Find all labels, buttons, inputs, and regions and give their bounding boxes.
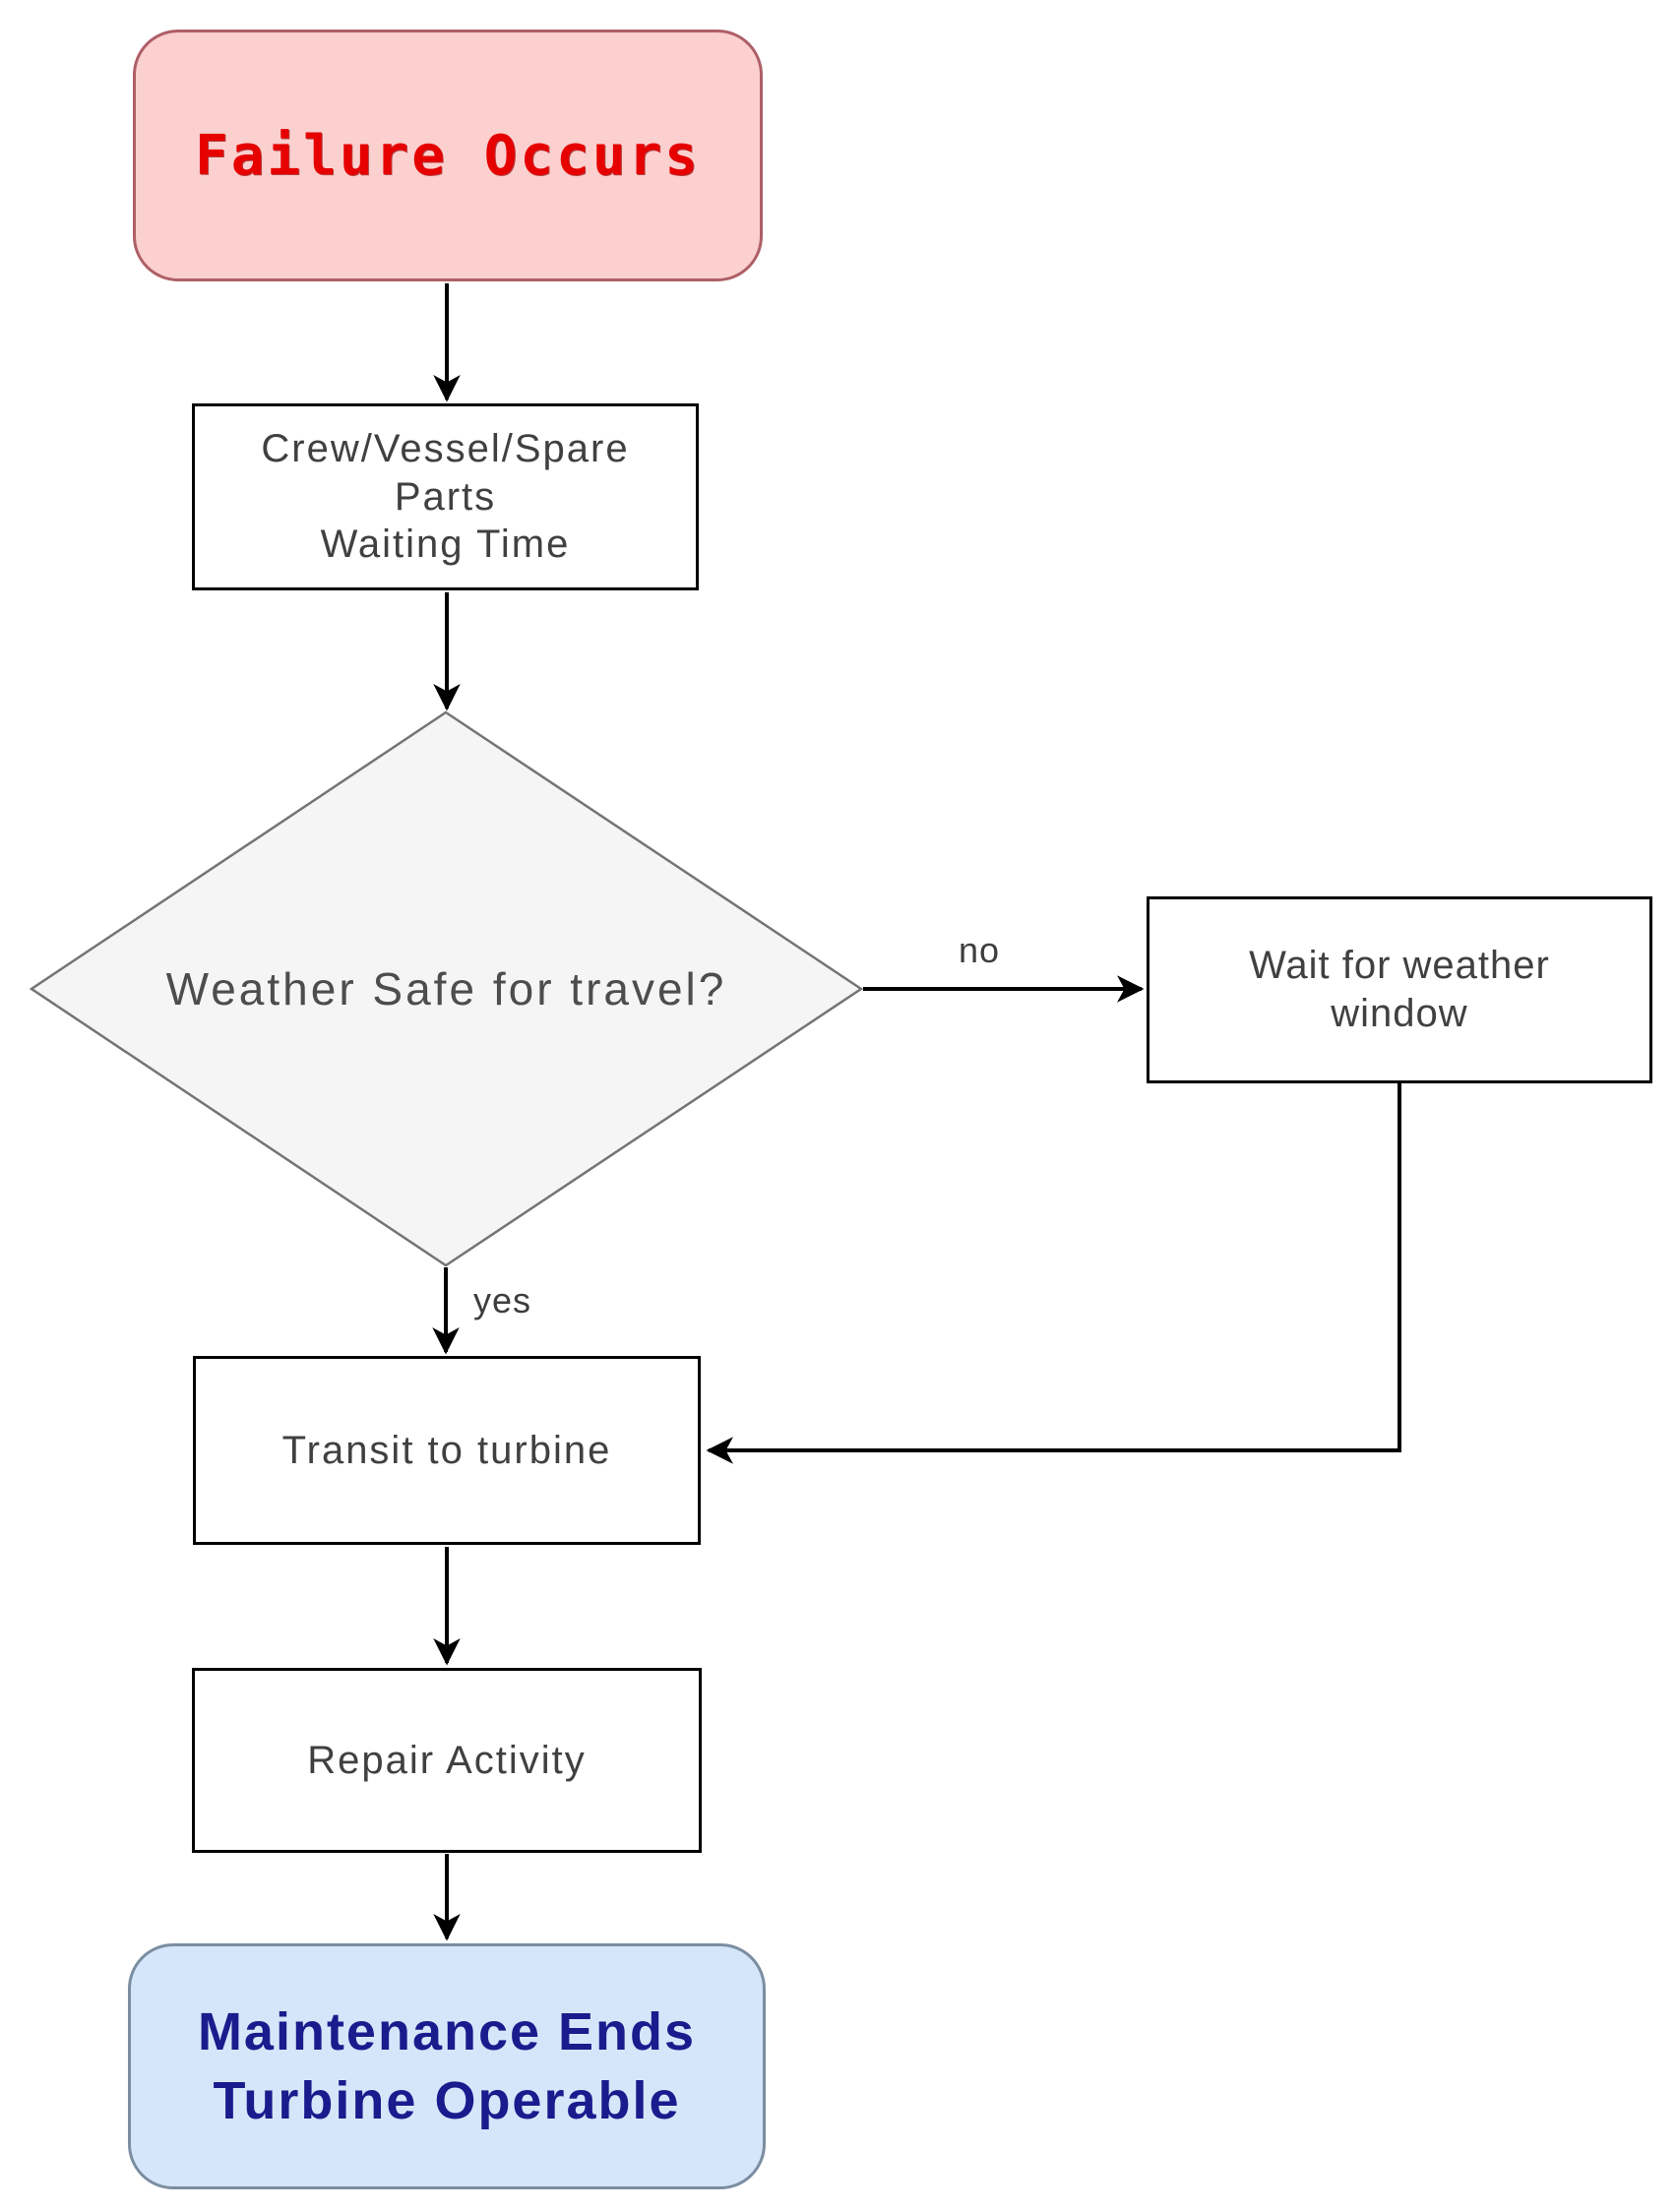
node-weather-safe-decision-label: Weather Safe for travel? [165, 963, 727, 1014]
node-maintenance-ends-turbine-operable: Maintenance Ends Turbine Operable [128, 1943, 766, 2189]
node-transit-to-turbine: Transit to turbine [193, 1356, 701, 1545]
edge-label-yes: yes [473, 1280, 532, 1321]
edge-label-no: no [958, 930, 1001, 970]
arrow-wait-to-transit [706, 1083, 1401, 1464]
node-repair-activity: Repair Activity [192, 1668, 702, 1853]
decision-diamond-shape [29, 710, 864, 1267]
node-wait-for-weather-window: Wait for weather window [1147, 896, 1652, 1083]
node-crew-vessel-spare-parts-waiting-time: Crew/Vessel/Spare Parts Waiting Time [192, 403, 699, 590]
node-failure-occurs: Failure Occurs [133, 30, 763, 281]
